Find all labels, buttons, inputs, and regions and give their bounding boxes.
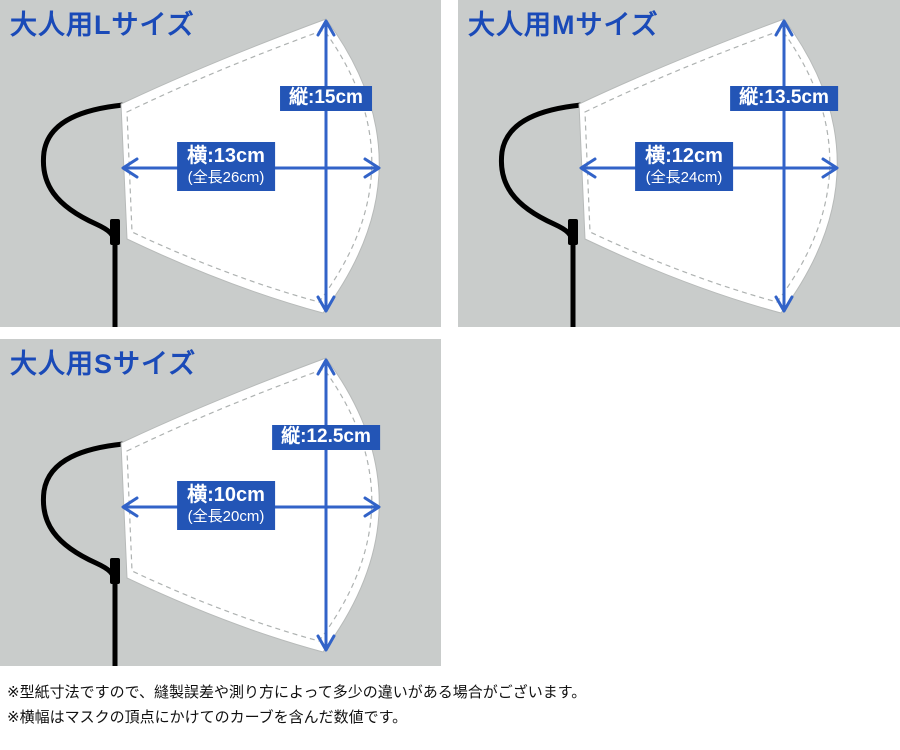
arrow-left-icon (121, 157, 139, 179)
width-total-value: (全長26cm) (187, 169, 265, 186)
size-panel-title: 大人用Lサイズ (10, 10, 195, 40)
stitch-line (126, 29, 373, 303)
ear-loop-cord (40, 441, 124, 666)
ear-loop-cord (40, 102, 124, 327)
stitch-line (584, 29, 831, 303)
arrow-up-icon (316, 358, 336, 376)
stitch-line (126, 368, 373, 642)
width-value: 横:12cm (645, 145, 723, 167)
footnote-pattern-tolerance: ※型紙寸法ですので、縫製誤差や測り方によって多少の違いがある場合がございます。 (7, 684, 587, 701)
arrow-left-icon (579, 157, 597, 179)
arrow-up-icon (774, 19, 794, 37)
size-panel-s: 大人用Sサイズ 縦:12.5cm 横:10cm (全長20cm) (0, 339, 441, 666)
height-dimension-badge: 縦:12.5cm (272, 425, 380, 450)
width-value: 横:13cm (187, 145, 265, 167)
arrow-up-icon (316, 19, 336, 37)
arrow-down-icon (316, 634, 336, 652)
width-dimension-badge: 横:12cm (全長24cm) (635, 142, 733, 191)
width-dimension-badge: 横:13cm (全長26cm) (177, 142, 275, 191)
footnote-width-measure: ※横幅はマスクの頂点にかけてのカーブを含んだ数値です。 (7, 709, 408, 726)
size-panel-title: 大人用Mサイズ (468, 10, 659, 40)
width-value: 横:10cm (187, 484, 265, 506)
vertical-dimension-arrow (316, 358, 336, 652)
arrow-right-icon (363, 157, 381, 179)
arrow-right-icon (363, 496, 381, 518)
cord-adjuster (568, 219, 578, 245)
width-total-value: (全長20cm) (187, 508, 265, 525)
cord-adjuster (110, 219, 120, 245)
arrow-right-icon (821, 157, 839, 179)
arrow-down-icon (316, 295, 336, 313)
ear-loop-cord (498, 102, 582, 327)
width-dimension-badge: 横:10cm (全長20cm) (177, 481, 275, 530)
size-panel-title: 大人用Sサイズ (10, 349, 197, 379)
arrow-left-icon (121, 496, 139, 518)
width-total-value: (全長24cm) (645, 169, 723, 186)
arrow-down-icon (774, 295, 794, 313)
height-dimension-badge: 縦:13.5cm (730, 86, 838, 111)
vertical-dimension-arrow (774, 19, 794, 313)
size-panel-m: 大人用Mサイズ 縦:13.5cm 横:12cm (全長24cm) (458, 0, 900, 327)
cord-adjuster (110, 558, 120, 584)
vertical-dimension-arrow (316, 19, 336, 313)
size-panel-l: 大人用Lサイズ 縦:15cm 横:13cm (全長26cm) (0, 0, 441, 327)
height-dimension-badge: 縦:15cm (280, 86, 372, 111)
